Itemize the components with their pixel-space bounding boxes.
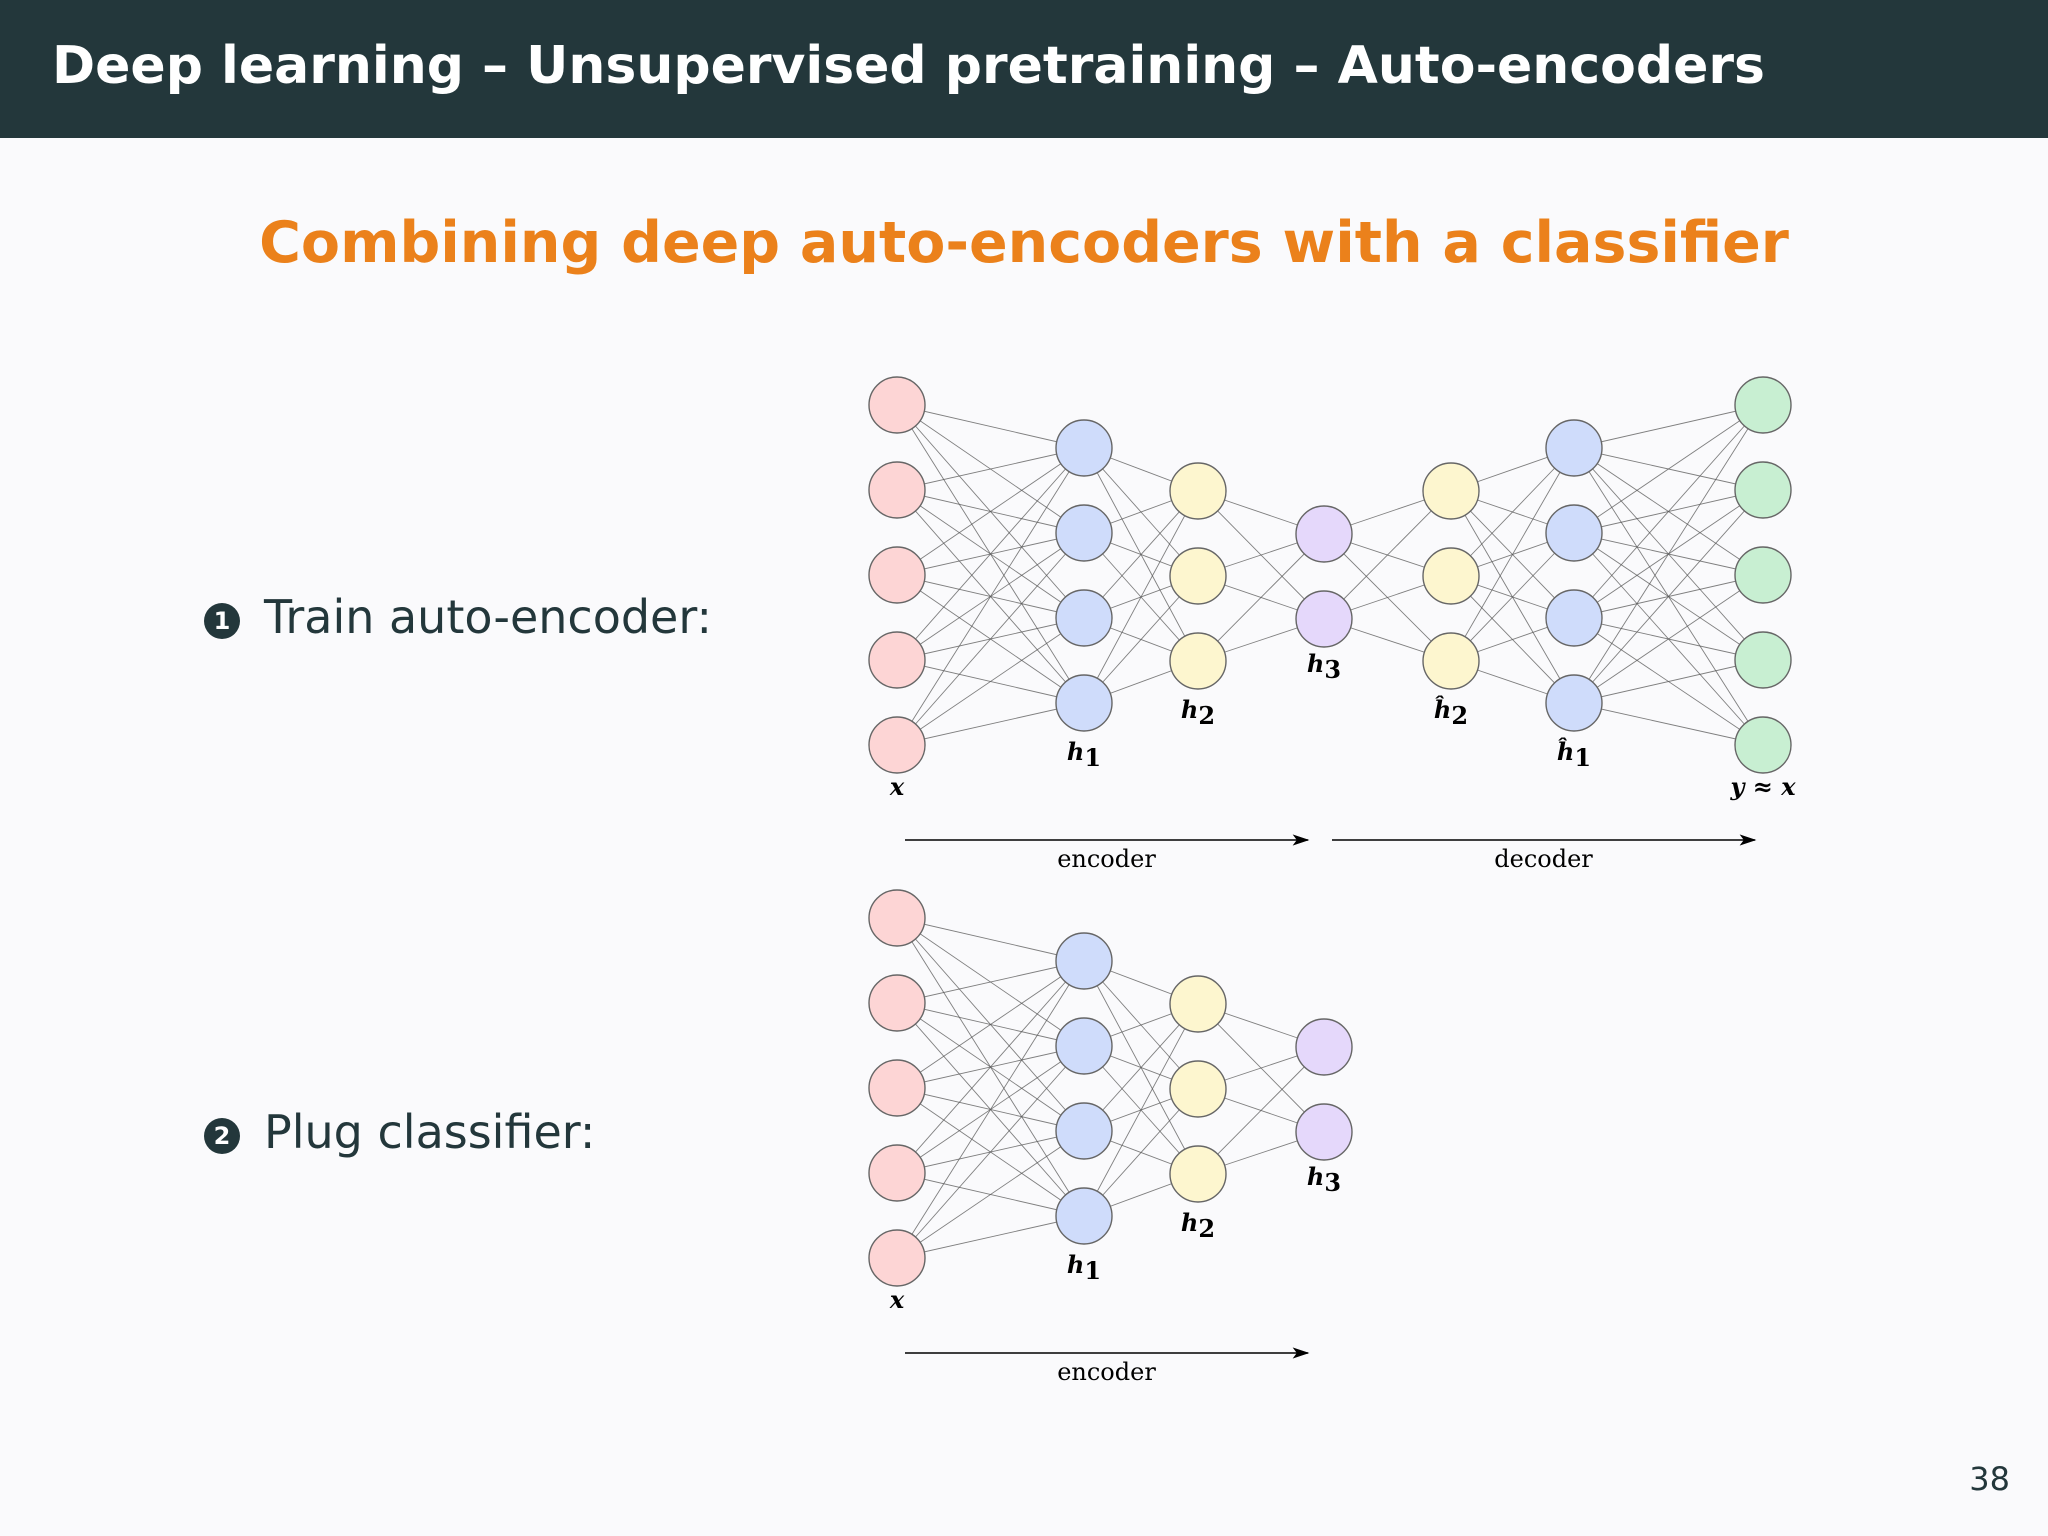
ae-node-l2-2 (1169, 632, 1227, 690)
ae-edge-0-2-0 (896, 447, 1085, 576)
slide-subtitle: Combining deep auto-encoders with a clas… (259, 210, 1789, 276)
clf-edge-2-2-0 (1197, 1046, 1325, 1175)
ae-layer-label-1: h1 (1067, 737, 1101, 772)
ae-node-l5-0 (1545, 419, 1603, 477)
ae-node-l2-0 (1169, 462, 1227, 520)
ae-node-l1-2 (1055, 589, 1113, 647)
clf-layer-label-2: h2 (1181, 1208, 1215, 1243)
ae-node-l0-0 (868, 376, 926, 434)
ae-node-l3-1 (1295, 590, 1353, 648)
step-2: 2 Plug classifier: (204, 1105, 595, 1159)
ae-node-l6-2 (1734, 546, 1792, 604)
clf-edge-0-0-0 (896, 917, 1085, 962)
ae-node-l4-2 (1422, 632, 1480, 690)
clf-node-l1-2 (1055, 1102, 1113, 1160)
ae-layer-label-4: ĥ2 (1434, 695, 1468, 730)
ae-edge-5-3-1 (1573, 489, 1764, 704)
ae-edge-5-3-4 (1573, 702, 1764, 746)
ae-edge-5-1-0 (1573, 404, 1764, 534)
clf-layer-label-3: h3 (1307, 1162, 1341, 1197)
step-1-badge: 1 (204, 603, 240, 639)
step-1: 1 Train auto-encoder: (204, 590, 712, 644)
clf-edge-0-1-0 (896, 960, 1085, 1004)
clf-edge-0-4-0 (896, 960, 1085, 1259)
ae-layer-label-5: ĥ1 (1557, 737, 1591, 772)
ae-node-l1-0 (1055, 419, 1113, 477)
clf-arrow-label-0: encoder (1057, 1358, 1156, 1386)
ae-node-l0-2 (868, 546, 926, 604)
ae-edge-5-3-2 (1573, 574, 1764, 704)
clf-node-l2-0 (1169, 975, 1227, 1033)
ae-node-l4-0 (1422, 462, 1480, 520)
step-2-label: Plug classifier: (264, 1105, 596, 1159)
ae-edge-0-4-1 (896, 532, 1085, 746)
ae-node-l0-1 (868, 461, 926, 519)
ae-edge-5-3-3 (1573, 659, 1764, 704)
ae-layer-label-0: x (889, 772, 905, 801)
ae-node-l3-0 (1295, 505, 1353, 563)
autoencoder-diagram: x h1 h2 h3 ĥ2 ĥ1 y ≈ x encoder decoder (868, 376, 1796, 873)
ae-node-l6-4 (1734, 716, 1792, 774)
ae-edge-0-4-2 (896, 617, 1085, 746)
clf-edge-0-3-0 (896, 960, 1085, 1174)
ae-node-l6-0 (1734, 376, 1792, 434)
step-2-badge: 2 (204, 1118, 240, 1154)
ae-node-l5-3 (1545, 674, 1603, 732)
ae-edge-5-2-0 (1573, 404, 1764, 619)
ae-node-l1-3 (1055, 674, 1113, 732)
clf-edge-1-3-0 (1083, 1003, 1199, 1217)
ae-node-l0-4 (868, 716, 926, 774)
title-bar: Deep learning – Unsupervised pretraining… (0, 0, 2048, 138)
ae-edge-0-1-0 (896, 447, 1085, 491)
ae-node-l1-1 (1055, 504, 1113, 562)
ae-edge-0-4-0 (896, 447, 1085, 746)
clf-node-l1-3 (1055, 1187, 1113, 1245)
ae-edge-4-2-0 (1450, 447, 1575, 662)
clf-node-l1-1 (1055, 1017, 1113, 1075)
ae-layer-label-6: y ≈ x (1729, 772, 1796, 801)
clf-layer-label-1: h1 (1067, 1250, 1101, 1285)
ae-edge-0-0-0 (896, 404, 1085, 449)
ae-edge-1-3-0 (1083, 490, 1199, 704)
ae-layer-label-3: h3 (1307, 649, 1341, 684)
ae-node-l5-2 (1545, 589, 1603, 647)
clf-node-l0-2 (868, 1059, 926, 1117)
ae-node-l4-1 (1422, 547, 1480, 605)
clf-node-l0-1 (868, 974, 926, 1032)
ae-edge-0-4-3 (896, 702, 1085, 746)
ae-arrow-label-0: encoder (1057, 845, 1156, 873)
clf-edge-0-2-0 (896, 960, 1085, 1089)
ae-node-l6-3 (1734, 631, 1792, 689)
page-number: 38 (1969, 1460, 2010, 1498)
clf-node-l1-0 (1055, 932, 1113, 990)
ae-edge-2-2-0 (1197, 533, 1325, 662)
ae-arrow-label-1: decoder (1494, 845, 1593, 873)
classifier-diagram: x h1 h2 h3 encoder (868, 889, 1353, 1386)
clf-edge-0-4-1 (896, 1045, 1085, 1259)
clf-node-l2-2 (1169, 1145, 1227, 1203)
clf-node-l2-1 (1169, 1060, 1227, 1118)
clf-layer-label-0: x (889, 1285, 905, 1314)
ae-layer-label-2: h2 (1181, 695, 1215, 730)
slide-title: Deep learning – Unsupervised pretraining… (52, 36, 1765, 96)
ae-edge-0-3-0 (896, 447, 1085, 661)
ae-edge-4-1-0 (1450, 447, 1575, 577)
clf-node-l0-4 (868, 1229, 926, 1287)
clf-node-l0-0 (868, 889, 926, 947)
ae-node-l0-3 (868, 631, 926, 689)
clf-edge-0-4-3 (896, 1215, 1085, 1259)
ae-node-l5-1 (1545, 504, 1603, 562)
clf-node-l0-3 (868, 1144, 926, 1202)
clf-node-l3-1 (1295, 1103, 1353, 1161)
step-1-label: Train auto-encoder: (264, 590, 712, 644)
ae-edge-5-0-0 (1573, 404, 1764, 449)
ae-edge-4-2-1 (1450, 532, 1575, 662)
ae-edge-3-1-0 (1323, 490, 1452, 620)
clf-node-l3-0 (1295, 1018, 1353, 1076)
ae-edge-5-3-0 (1573, 404, 1764, 704)
ae-node-l2-1 (1169, 547, 1227, 605)
clf-edge-0-4-2 (896, 1130, 1085, 1259)
ae-node-l6-1 (1734, 461, 1792, 519)
